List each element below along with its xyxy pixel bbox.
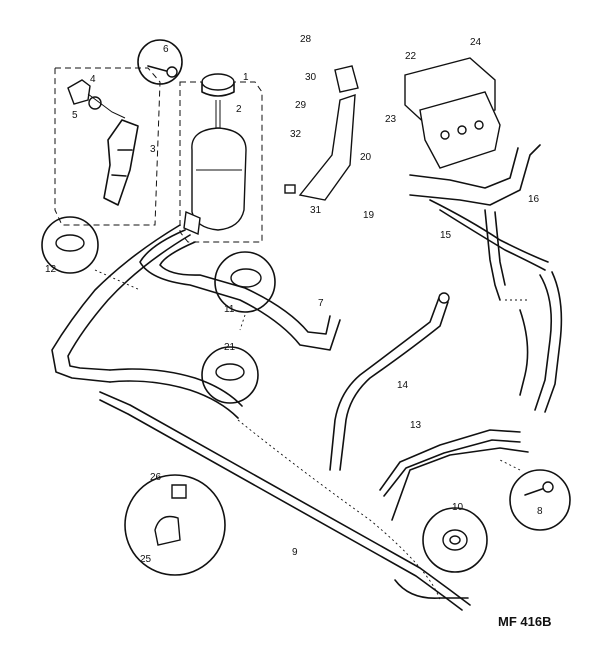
clip-detail-11	[214, 251, 276, 313]
callout-4: 4	[90, 74, 96, 85]
callout-11: 11	[224, 304, 235, 315]
clip-detail-12	[41, 216, 99, 274]
callout-22: 22	[405, 51, 417, 62]
callout-20: 20	[360, 152, 372, 163]
callout-30: 30	[305, 72, 317, 83]
callout-9: 9	[292, 547, 298, 558]
callout-32: 32	[290, 129, 302, 140]
callout-15: 15	[440, 230, 452, 241]
callout-13: 13	[410, 420, 422, 431]
pressure-hose-14	[329, 292, 450, 471]
callout-10: 10	[452, 502, 464, 513]
leader-lines	[94, 269, 530, 601]
callout-16: 16	[528, 194, 540, 205]
callout-31: 31	[310, 205, 322, 216]
callout-6: 6	[163, 44, 169, 55]
clip-detail-6	[137, 39, 183, 85]
hose-15-16	[409, 144, 549, 301]
callout-3: 3	[150, 144, 156, 155]
callout-5: 5	[72, 110, 78, 121]
pipe-assembly-13	[379, 429, 529, 521]
clip-detail-10	[422, 507, 488, 573]
diagram-reference: MF 416B	[498, 614, 551, 629]
bracket-assembly-group	[54, 67, 161, 226]
rack-mounting	[404, 57, 501, 169]
callout-1: 1	[243, 72, 249, 83]
callout-24: 24	[470, 37, 482, 48]
callout-14: 14	[397, 380, 409, 391]
callout-19: 19	[363, 210, 375, 221]
hose-21	[109, 368, 243, 419]
feed-hose	[51, 224, 191, 383]
return-pipe	[99, 391, 471, 611]
callout-28: 28	[300, 34, 312, 45]
callout-21: 21	[224, 342, 236, 353]
callout-29: 29	[295, 100, 307, 111]
reservoir-group	[179, 73, 263, 243]
callout-12: 12	[45, 264, 57, 275]
return-hose	[139, 229, 341, 351]
callout-23: 23	[385, 114, 397, 125]
clip-detail-21	[201, 346, 259, 404]
callout-labels: 1 2 3 4 5 6 7 8 9 10 11 12 13 14 15 16 1…	[45, 34, 543, 565]
callout-25: 25	[140, 554, 152, 565]
bolt-detail-8	[509, 469, 571, 531]
hose-right	[519, 271, 563, 413]
callout-7: 7	[318, 298, 324, 309]
support-bracket	[284, 65, 359, 201]
callout-2: 2	[236, 104, 242, 115]
clip-detail-25-26	[124, 474, 226, 576]
callout-26: 26	[150, 472, 162, 483]
callout-8: 8	[537, 506, 543, 517]
